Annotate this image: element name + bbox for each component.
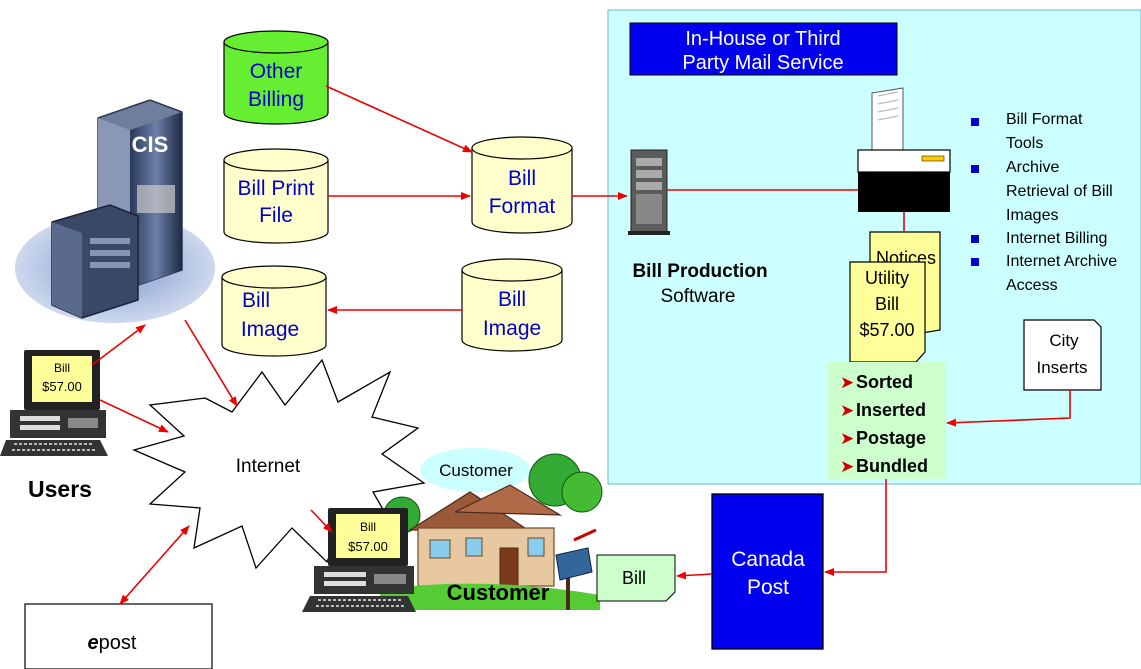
feature-list: Bill Format Tools Archive Retrieval of B… <box>971 111 1117 294</box>
users-label: Users <box>28 476 92 502</box>
bullet-icon <box>971 165 979 173</box>
arrow-cis-to-internet <box>184 319 238 407</box>
arrow-users-to-cis <box>91 324 146 366</box>
db-bill-image-left-line2: Image <box>241 318 299 341</box>
epost-prefix: e <box>88 632 99 654</box>
internet-label: Internet <box>236 456 301 477</box>
db-bill-format-line2: Format <box>489 195 556 218</box>
mail-service-title-box: In-House or Third Party Mail Service <box>629 22 898 76</box>
db-bill-image-left: Bill Image <box>221 265 327 357</box>
cis-server: CIS <box>15 99 215 323</box>
utility-bill-line1: Utility <box>865 268 909 288</box>
db-other-billing: Other Billing <box>223 30 329 125</box>
bullet-icon <box>971 258 979 266</box>
chevron-right-icon: ➤ <box>840 457 854 476</box>
printer-icon <box>857 87 951 212</box>
customer-house-label: Customer <box>447 580 550 605</box>
process-step-inserted: ➤ Inserted <box>840 400 926 420</box>
customer-screen-line2: $57.00 <box>348 539 388 554</box>
process-step-label: Inserted <box>856 400 926 420</box>
feature-4-line2: Access <box>1006 277 1058 294</box>
canada-post-box: Canada Post <box>711 493 824 650</box>
city-inserts-line1: City <box>1049 331 1079 350</box>
feature-1-line2: Tools <box>1006 135 1043 152</box>
process-steps-box: ➤ Sorted ➤ Inserted ➤ Postage ➤ Bundled <box>828 362 945 479</box>
arrow-other-billing-to-format <box>325 85 473 153</box>
arrow-city-inserts-to-steps <box>946 390 1071 427</box>
users-screen-line1: Bill <box>54 361 70 375</box>
utility-bill-line2: Bill <box>875 294 899 314</box>
db-other-billing-line1: Other <box>250 60 303 83</box>
feature-3-line1: Internet Billing <box>1006 230 1107 247</box>
feature-2-line1: Archive <box>1006 159 1059 176</box>
db-bill-print-file: Bill Print File <box>223 148 329 244</box>
db-bill-image-right-line1: Bill <box>498 288 526 311</box>
db-bill-format-line1: Bill <box>508 167 536 190</box>
process-step-sorted: ➤ Sorted <box>840 372 913 392</box>
flow-arrows <box>91 85 1071 605</box>
feature-1-line1: Bill Format <box>1006 111 1083 128</box>
chevron-right-icon: ➤ <box>840 373 854 392</box>
arrow-internet-to-customer <box>310 509 333 533</box>
arrow-steps-to-canada-post <box>824 479 887 576</box>
mailed-bill-label: Bill <box>622 568 646 588</box>
process-step-bundled: ➤ Bundled <box>840 456 928 476</box>
bill-production-line2: Software <box>661 286 736 307</box>
db-bill-image-right: Bill Image <box>461 258 563 352</box>
customer-house: Customer Customer <box>380 448 603 610</box>
cis-label: CIS <box>132 132 169 157</box>
epost-box: epost <box>24 603 213 669</box>
mail-service-title-line1: In-House or Third <box>685 28 840 50</box>
feature-2-line2: Retrieval of Bill <box>1006 183 1113 200</box>
process-step-label: Postage <box>856 428 926 448</box>
epost-suffix: post <box>99 632 137 654</box>
canada-post-line2: Post <box>747 576 789 599</box>
arrow-internet-epost <box>119 525 190 605</box>
db-bill-image-left-line1: Bill <box>242 289 270 312</box>
chevron-right-icon: ➤ <box>840 401 854 420</box>
db-bill-image-right-line2: Image <box>483 317 541 340</box>
bill-production-line1: Bill Production <box>632 261 767 282</box>
city-inserts-box: City Inserts <box>1023 319 1102 391</box>
db-bill-print-file-line2: File <box>259 204 293 227</box>
mailed-bill-note: Bill <box>596 554 676 602</box>
utility-bill-note: Utility Bill $57.00 <box>849 261 926 363</box>
feature-2-line3: Images <box>1006 207 1058 224</box>
chevron-right-icon: ➤ <box>840 429 854 448</box>
utility-bill-line3: $57.00 <box>859 320 914 340</box>
city-inserts-line2: Inserts <box>1036 358 1087 377</box>
users-screen-line2: $57.00 <box>42 379 82 394</box>
arrow-canada-post-to-bill <box>676 571 713 580</box>
customer-cloud-label: Customer <box>439 461 513 480</box>
db-bill-print-file-line1: Bill Print <box>237 177 314 200</box>
customer-screen-line1: Bill <box>360 520 376 534</box>
bullet-icon <box>971 118 979 126</box>
bullet-icon <box>971 235 979 243</box>
users-computer-icon: Bill $57.00 <box>0 350 108 456</box>
feature-4-line1: Internet Archive <box>1006 253 1117 270</box>
customer-computer-icon: Bill $57.00 <box>302 508 416 612</box>
canada-post-line1: Canada <box>731 548 805 571</box>
bill-production-server-icon <box>628 149 670 235</box>
svg-text:epost: epost <box>88 632 137 654</box>
arrow-users-to-internet <box>99 399 169 433</box>
process-step-label: Sorted <box>856 372 913 392</box>
process-step-postage: ➤ Postage <box>840 428 926 448</box>
db-other-billing-line2: Billing <box>248 88 304 111</box>
mail-service-title-line2: Party Mail Service <box>682 52 843 74</box>
process-step-label: Bundled <box>856 456 928 476</box>
db-bill-format: Bill Format <box>471 136 573 234</box>
